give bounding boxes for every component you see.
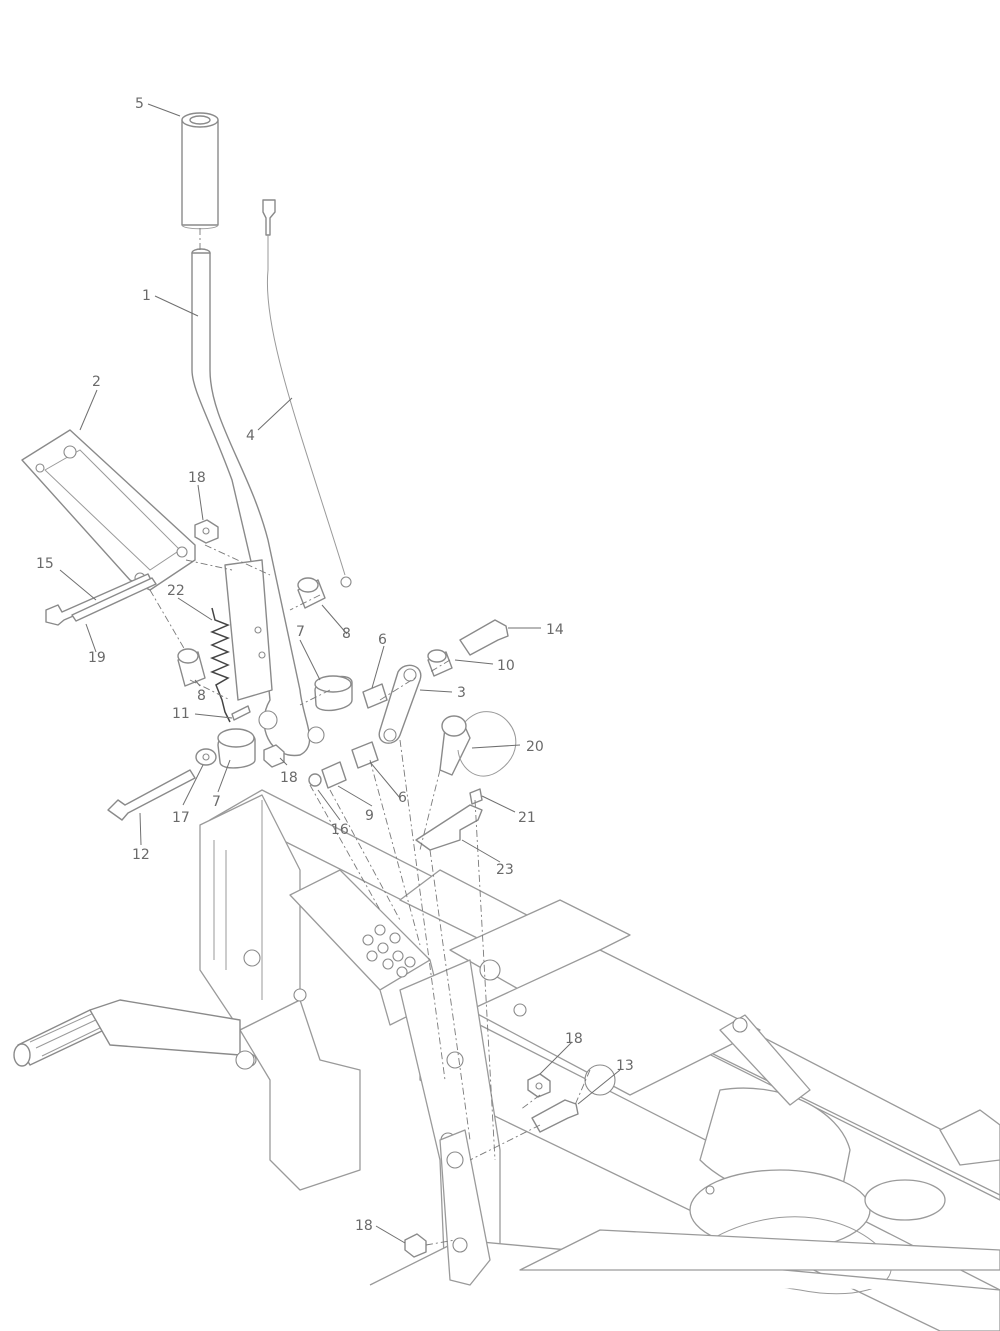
mower-frame	[199, 789, 1000, 1331]
callout-15: 15	[36, 556, 54, 572]
part-4-cable	[262, 199, 352, 588]
drive-shaft	[13, 999, 255, 1070]
callout-12: 12	[132, 847, 150, 863]
pedal-holes	[362, 924, 416, 978]
callout-17: 17	[172, 810, 190, 826]
callout-3: 3	[457, 685, 466, 701]
callouts: 5 1 2 4 18 15 22 19 8 7 8 6 14 10 3 8 11…	[36, 96, 634, 1234]
callout-18-middle: 18	[280, 770, 298, 786]
callout-21: 21	[518, 810, 536, 826]
callout-18-right: 18	[565, 1031, 583, 1047]
callout-2: 2	[92, 374, 101, 390]
callout-4: 4	[246, 428, 255, 444]
part-1-lever	[191, 248, 325, 757]
callout-16: 16	[331, 822, 349, 838]
callout-7-middle: 7	[296, 624, 305, 640]
assembly-lines	[149, 228, 591, 1246]
callout-14: 14	[546, 622, 564, 638]
callout-23: 23	[496, 862, 514, 878]
callout-8-left: 8	[197, 688, 206, 704]
callout-6-upper: 6	[378, 632, 387, 648]
leader-lines	[59, 103, 621, 1244]
callout-18-bottom: 18	[355, 1218, 373, 1234]
callout-5: 5	[135, 96, 144, 112]
callout-18: 18	[188, 470, 206, 486]
callout-13: 13	[616, 1058, 634, 1074]
callout-11: 11	[172, 706, 190, 722]
callout-1: 1	[142, 288, 151, 304]
callout-9: 9	[365, 808, 374, 824]
callout-10: 10	[497, 658, 515, 674]
callout-6-lower: 6	[398, 790, 407, 806]
callout-7-lower: 7	[212, 794, 221, 810]
callout-19: 19	[88, 650, 106, 666]
callout-20: 20	[526, 739, 544, 755]
callout-8-upper: 8	[342, 626, 351, 642]
callout-22: 22	[167, 583, 185, 599]
part-5-grip	[181, 112, 219, 230]
hardware	[45, 519, 579, 1286]
